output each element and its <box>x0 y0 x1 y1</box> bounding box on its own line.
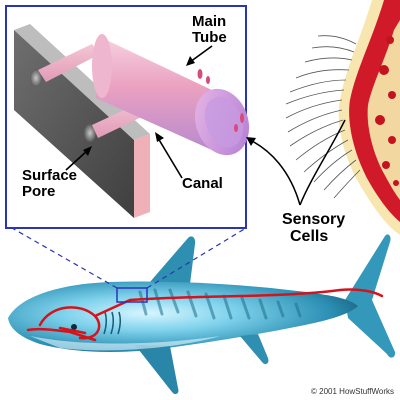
sensory-cells-label: Sensory Cells <box>282 211 346 245</box>
surface-pore-1 <box>30 69 42 87</box>
sensory-cells-illustration <box>285 0 400 235</box>
canal-label: Canal <box>182 175 223 192</box>
projection-lines <box>11 227 247 289</box>
main-tube-label: Main Tube <box>192 13 227 46</box>
main-tube <box>92 34 250 156</box>
surface-pore-2 <box>84 124 96 142</box>
inset-panel <box>5 5 250 229</box>
surface-pore-label: Surface Pore <box>22 167 78 200</box>
inset-marker <box>116 287 148 303</box>
sensory-cells-pointers <box>249 119 346 206</box>
copyright-text: © 2001 HowStuffWorks <box>311 387 394 396</box>
lateral-line <box>26 288 384 342</box>
inset-arrows <box>65 45 213 179</box>
